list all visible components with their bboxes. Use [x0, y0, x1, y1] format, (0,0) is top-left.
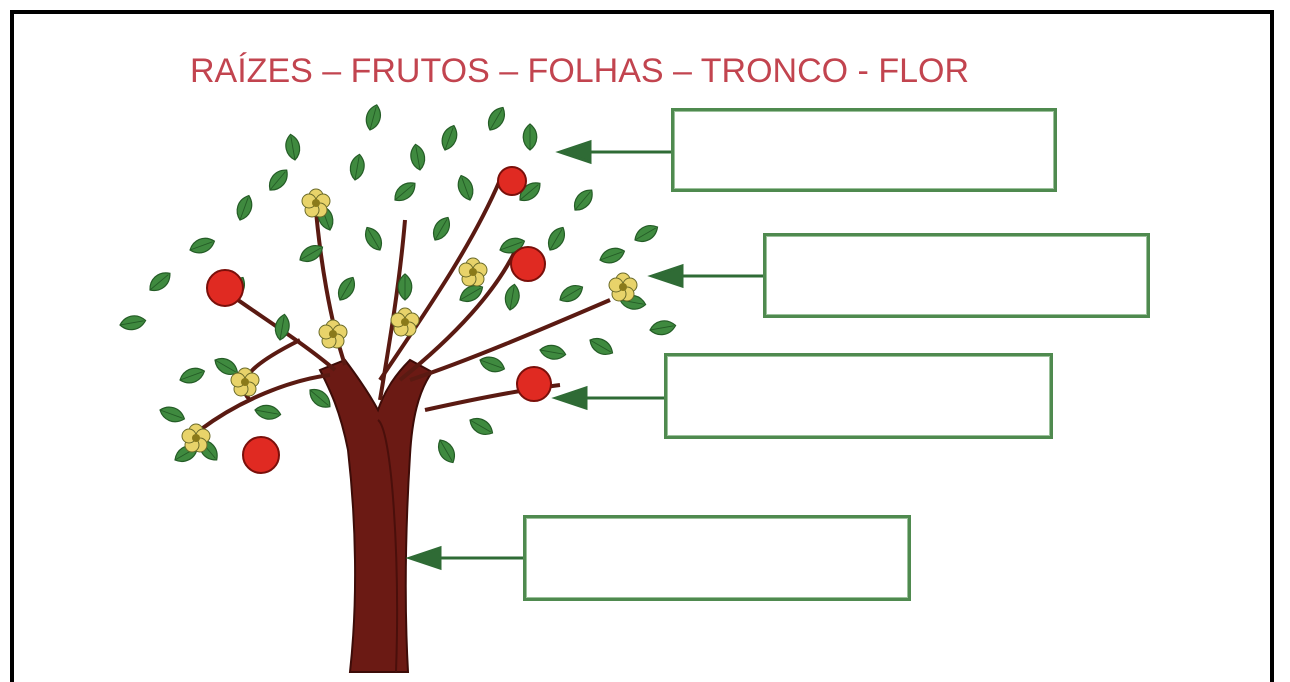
- answer-box-second[interactable]: [763, 233, 1150, 318]
- flower-icon: [318, 319, 348, 349]
- fruit-icon: [516, 366, 552, 402]
- fruit-icon: [242, 436, 280, 474]
- pointer-arrows: [405, 139, 763, 571]
- arrow-icon: [551, 385, 664, 411]
- arrow-icon: [405, 545, 523, 571]
- arrow-icon: [647, 263, 763, 289]
- worksheet-title: RAÍZES – FRUTOS – FOLHAS – TRONCO - FLOR: [190, 52, 969, 90]
- fruit-icon: [510, 246, 546, 282]
- arrow-icon: [555, 139, 671, 165]
- flower-icon: [301, 188, 331, 218]
- fruit-icon: [206, 269, 244, 307]
- fruit-icon: [497, 166, 527, 196]
- flower-icon: [458, 257, 488, 287]
- answer-box-top[interactable]: [671, 108, 1057, 192]
- tree-fruits: [206, 166, 552, 474]
- answer-box-bottom[interactable]: [523, 515, 911, 601]
- flower-icon: [608, 272, 638, 302]
- answer-box-third[interactable]: [664, 353, 1053, 439]
- tree-trunk: [318, 358, 434, 673]
